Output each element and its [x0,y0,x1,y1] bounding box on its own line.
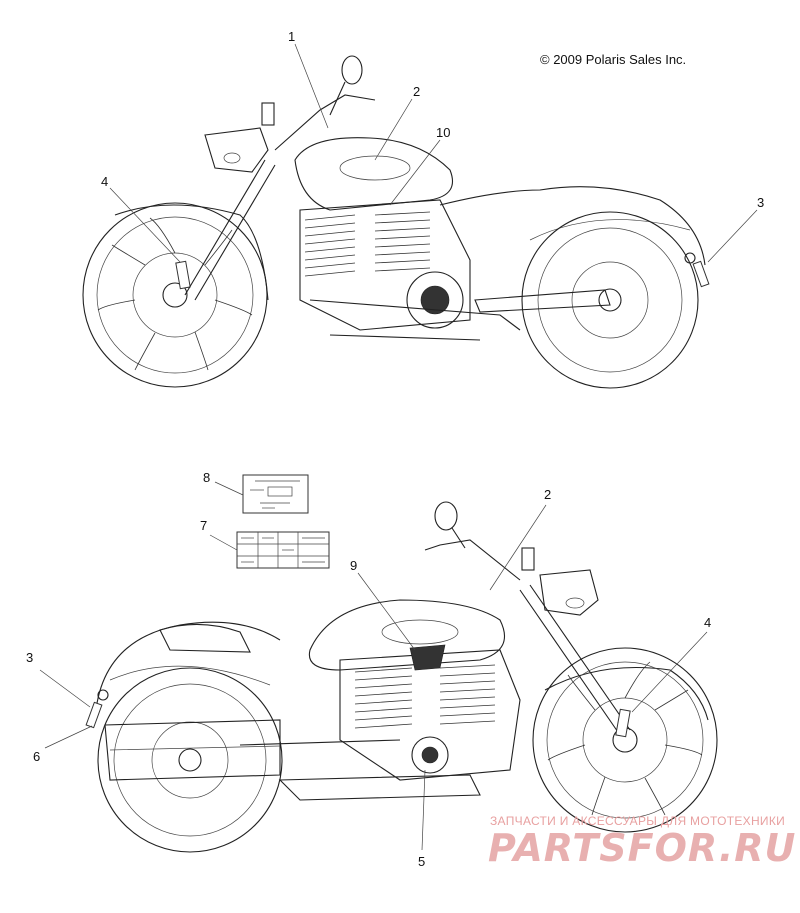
leader-lines-bottom [39,481,708,851]
seat-rear-fender-top [439,186,706,266]
rear-reflector-3-bottom [85,701,103,729]
mirror-top [341,55,363,85]
decal-label-7 [236,531,330,569]
fuel-tank-bottom [308,599,505,671]
swingarm-top [474,289,611,313]
mirror-bottom [434,501,458,531]
rear-wheel-bottom [97,667,283,853]
callout-10: 10 [436,125,450,140]
callout-6: 6 [33,749,40,764]
front-fender-top [114,204,269,301]
callout-4-bottom: 4 [704,615,711,630]
headlight-fairing-top [204,127,269,173]
callout-1: 1 [288,29,295,44]
engine-badge-9 [409,644,446,671]
exhaust-bottom [104,719,281,781]
engine-top [299,199,471,331]
decal-label-8 [242,474,309,514]
callout-8: 8 [203,470,210,485]
callout-2-top: 2 [413,84,420,99]
motorcycle-bottom-view [85,501,718,853]
fork-decal-4-bottom [615,708,631,738]
watermark-tagline: ЗАПЧАСТИ И АКСЕССУАРЫ ДЛЯ МОТОТЕХНИКИ [490,814,786,828]
engine-bottom [339,644,521,781]
leader-lines-top [109,43,758,263]
rear-fender-bottom [94,621,281,721]
watermark-brand-logo: PARTSFOR.RU [488,826,797,870]
callout-9: 9 [350,558,357,573]
copyright-notice: © 2009 Polaris Sales Inc. [540,52,687,67]
rear-reflector-3-top [692,260,710,288]
fork-decal-4-top [175,260,191,290]
callout-4-top: 4 [101,174,108,189]
fuel-tank-top [294,137,454,211]
tank-decal-2-bottom [381,619,459,645]
callout-3-bottom: 3 [26,650,33,665]
callout-7: 7 [200,518,207,533]
rear-wheel-top [521,211,699,389]
headlight-fairing-bottom [539,569,599,616]
motorcycle-top-view [82,55,710,389]
callout-2-bottom: 2 [544,487,551,502]
front-fender-bottom [544,666,709,721]
callout-3-top: 3 [757,195,764,210]
callout-5: 5 [418,854,425,869]
tank-decal-2-top [339,155,411,181]
front-wheel-bottom [532,647,718,833]
front-wheel-top [82,202,268,388]
